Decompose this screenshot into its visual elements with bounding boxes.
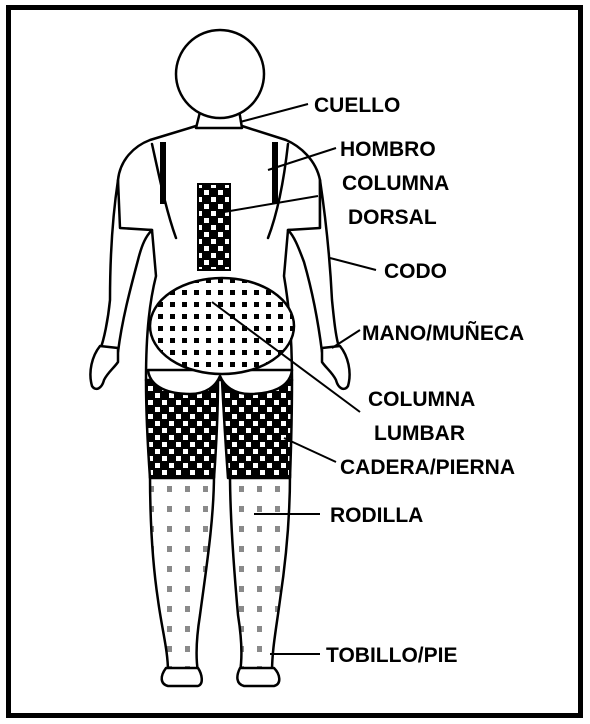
right-shoulder-strap bbox=[272, 142, 278, 204]
label-thoracic-line2: DORSAL bbox=[348, 206, 437, 229]
label-lumbar-line1: COLUMNA bbox=[368, 388, 475, 411]
label-knee: RODILLA bbox=[330, 504, 423, 527]
label-elbow: CODO bbox=[384, 260, 447, 283]
right-lower-leg bbox=[230, 474, 290, 672]
left-lower-leg bbox=[150, 474, 214, 672]
lumbar-region bbox=[150, 278, 294, 374]
label-hand-wrist: MANO/MUÑECA bbox=[362, 322, 524, 345]
leader-elbow bbox=[330, 258, 376, 270]
label-hip-leg: CADERA/PIERNA bbox=[340, 456, 515, 479]
head bbox=[176, 30, 264, 118]
left-shoulder-strap bbox=[160, 142, 166, 204]
label-ankle-foot: TOBILLO/PIE bbox=[326, 644, 457, 667]
left-foot bbox=[162, 668, 202, 686]
label-lumbar-line2: LUMBAR bbox=[374, 422, 465, 445]
right-hand bbox=[322, 346, 350, 389]
right-foot bbox=[237, 668, 279, 686]
left-hand bbox=[90, 346, 118, 389]
label-thoracic-line1: COLUMNA bbox=[342, 172, 449, 195]
label-shoulder: HOMBRO bbox=[340, 138, 436, 161]
thoracic-spine-region bbox=[198, 184, 230, 270]
label-neck: CUELLO bbox=[314, 94, 400, 117]
